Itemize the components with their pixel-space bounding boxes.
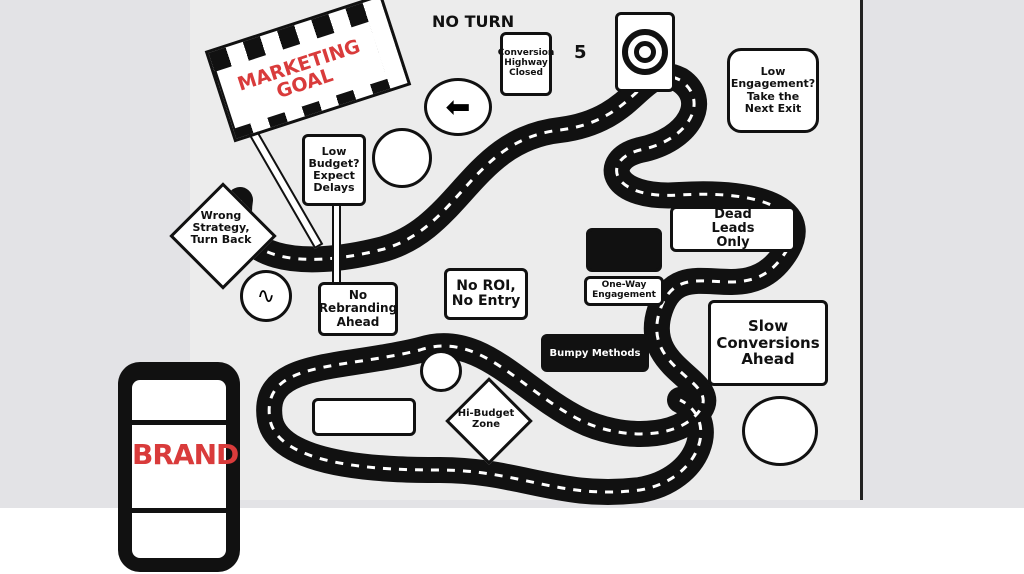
brand-label-area: BRAND <box>132 380 239 558</box>
conversion-highway-sign: Conversion Highway Closed <box>498 32 554 96</box>
left-arrow-sign: ⬅ <box>424 78 492 136</box>
bumpy-methods-sign: Bumpy Methods <box>541 334 649 372</box>
target-icon <box>622 29 668 75</box>
slow-conversions-sign: Slow Conversions Ahead <box>708 300 828 386</box>
brand-label: BRAND <box>132 438 239 471</box>
one-way-engagement-sign: One-Way Engagement <box>584 276 664 306</box>
low-budget-sign: Low Budget? Expect Delays <box>302 134 366 206</box>
target-sign <box>615 12 675 92</box>
number-five: 5 <box>574 42 587 63</box>
no-turn-label: NO TURN <box>432 12 515 31</box>
blank-arrow-sign <box>312 398 416 436</box>
brand-stripe <box>132 508 226 513</box>
wrong-strategy-sign: Wrong Strategy, Turn Back <box>190 209 252 247</box>
sign-post <box>332 200 341 284</box>
curve-icon: ∿ <box>256 283 276 309</box>
low-engagement-sign: Low Engagement? Take the Next Exit <box>727 48 819 133</box>
black-sign <box>586 228 662 272</box>
no-roi-sign: No ROI, No Entry <box>444 268 528 320</box>
arrow-left-icon: ⬅ <box>445 89 471 125</box>
hi-budget-sign: Hi-Budget Zone <box>457 408 515 430</box>
blank-blob-sign <box>742 396 818 466</box>
no-rebranding-sign: No Rebranding Ahead <box>318 282 398 336</box>
brand-stripe <box>132 420 226 425</box>
gauge-sign <box>420 350 462 392</box>
curve-sign: ∿ <box>240 270 292 322</box>
brand-can: BRAND <box>118 362 240 572</box>
blank-round-sign <box>372 128 432 188</box>
dead-leads-sign: Dead Leads Only <box>670 206 796 252</box>
